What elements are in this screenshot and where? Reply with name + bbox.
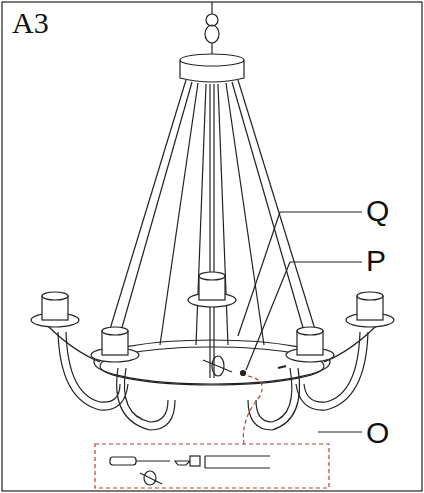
callout-letter: Q xyxy=(366,196,389,226)
step-number: A3 xyxy=(12,8,49,38)
callout-letter: O xyxy=(366,418,389,448)
callout-letter: P xyxy=(366,246,386,276)
